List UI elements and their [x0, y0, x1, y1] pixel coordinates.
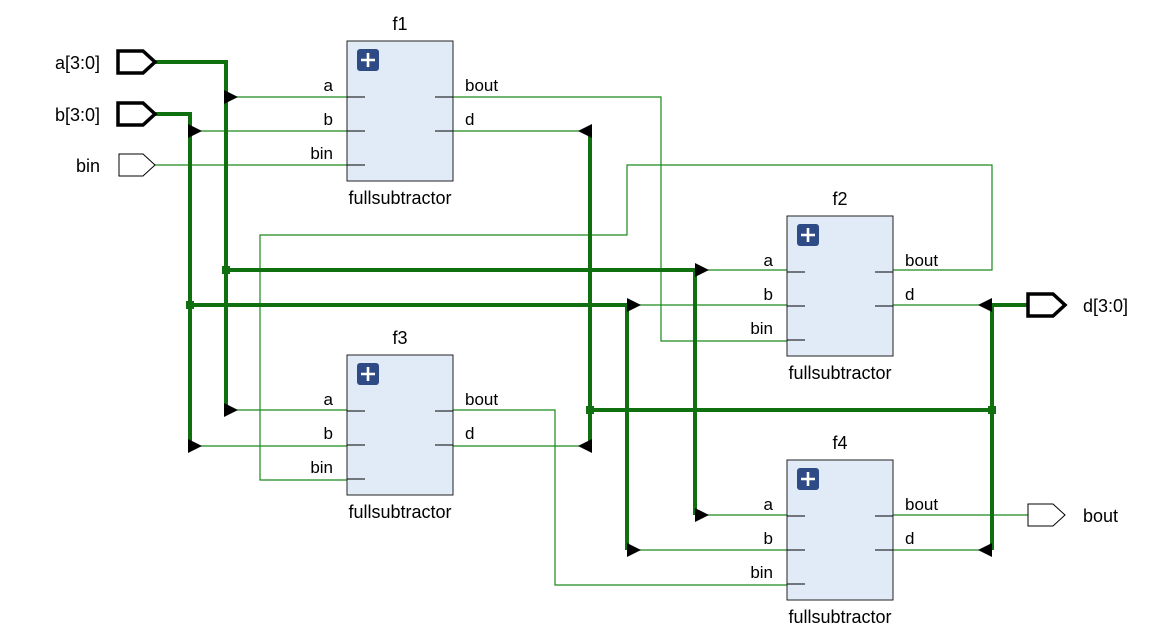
pin-label-d: d	[465, 424, 474, 443]
pin-label-d: d	[905, 529, 914, 548]
port-d-label: d[3:0]	[1083, 296, 1128, 316]
port-b-label: b[3:0]	[55, 105, 100, 125]
plus-icon-glyph	[801, 228, 815, 242]
plus-icon[interactable]	[797, 468, 819, 490]
pin-label-bout: bout	[905, 495, 938, 514]
block-f4[interactable]: f4 ab bin bout d fullsubtractor	[750, 433, 938, 627]
ripper-f2-a	[695, 263, 709, 277]
ripper-f4-b	[627, 543, 641, 557]
block-f3[interactable]: f3 ab bin bout d fullsubtractor	[310, 328, 498, 522]
signal-wires	[155, 96, 1028, 586]
pin-label-bin: bin	[310, 458, 333, 477]
junction-d-left	[586, 406, 594, 414]
port-a-shape[interactable]	[116, 49, 158, 75]
port-bin-shape[interactable]	[118, 153, 156, 177]
ripper-f1-d	[578, 124, 592, 138]
instance-name: f1	[392, 14, 407, 34]
pin-label-a: a	[324, 76, 334, 95]
bus-junctions	[186, 266, 996, 414]
port-bin-label: bin	[76, 156, 100, 176]
port-bout-label: bout	[1083, 506, 1118, 526]
block-f1[interactable]: f1 ab bin bout d fullsubtractor	[310, 14, 498, 208]
pin-label-a: a	[324, 390, 334, 409]
ripper-f4-d	[978, 543, 992, 557]
junction-d-right	[988, 406, 996, 414]
pin-label-bin: bin	[750, 563, 773, 582]
pin-label-b: b	[764, 285, 773, 304]
module-name: fullsubtractor	[348, 188, 451, 208]
ripper-f1-b	[188, 124, 202, 138]
port-b-shape[interactable]	[116, 101, 158, 127]
plus-icon[interactable]	[357, 363, 379, 385]
port-d-shape[interactable]	[1026, 292, 1068, 318]
plus-icon-glyph	[361, 53, 375, 67]
pin-label-bout: bout	[905, 251, 938, 270]
instance-name: f4	[832, 433, 847, 453]
ripper-f2-d	[978, 298, 992, 312]
instance-name: f2	[832, 189, 847, 209]
pin-label-d: d	[905, 285, 914, 304]
ripper-f2-b	[627, 298, 641, 312]
module-name: fullsubtractor	[788, 607, 891, 627]
pin-label-b: b	[324, 424, 333, 443]
pin-label-b: b	[324, 110, 333, 129]
bus-b	[155, 112, 192, 446]
pin-label-bout: bout	[465, 390, 498, 409]
wire-f1-bout-to-f2-bin	[453, 96, 787, 342]
pin-label-bin: bin	[750, 319, 773, 338]
ripper-f3-d	[578, 439, 592, 453]
top-level-ports: a[3:0] b[3:0] bin d[3:0] bout	[55, 49, 1128, 527]
ripper-f3-a	[224, 403, 238, 417]
instance-name: f3	[392, 328, 407, 348]
pin-label-bin: bin	[310, 144, 333, 163]
bus-rippers	[188, 90, 992, 557]
bus-a	[155, 60, 228, 410]
ripper-f4-a	[695, 508, 709, 522]
module-name: fullsubtractor	[348, 502, 451, 522]
plus-icon[interactable]	[797, 224, 819, 246]
plus-icon-glyph	[801, 472, 815, 486]
pin-label-b: b	[764, 529, 773, 548]
wire-f2-bout-to-f3-bin	[259, 164, 993, 481]
junction-b	[186, 301, 194, 309]
pin-label-d: d	[465, 110, 474, 129]
pin-label-bout: bout	[465, 76, 498, 95]
ripper-f3-b	[188, 439, 202, 453]
block-f2[interactable]: f2 ab bin bout d fullsubtractor	[750, 189, 938, 383]
port-bout-shape[interactable]	[1027, 503, 1066, 527]
pin-label-a: a	[764, 251, 774, 270]
pin-label-a: a	[764, 495, 774, 514]
module-name: fullsubtractor	[788, 363, 891, 383]
port-a-label: a[3:0]	[55, 53, 100, 73]
plus-icon[interactable]	[357, 49, 379, 71]
junction-a	[222, 266, 230, 274]
ripper-f1-a	[224, 90, 238, 104]
plus-icon-glyph	[361, 367, 375, 381]
wire-f3-bout-to-f4-bin	[453, 409, 787, 586]
